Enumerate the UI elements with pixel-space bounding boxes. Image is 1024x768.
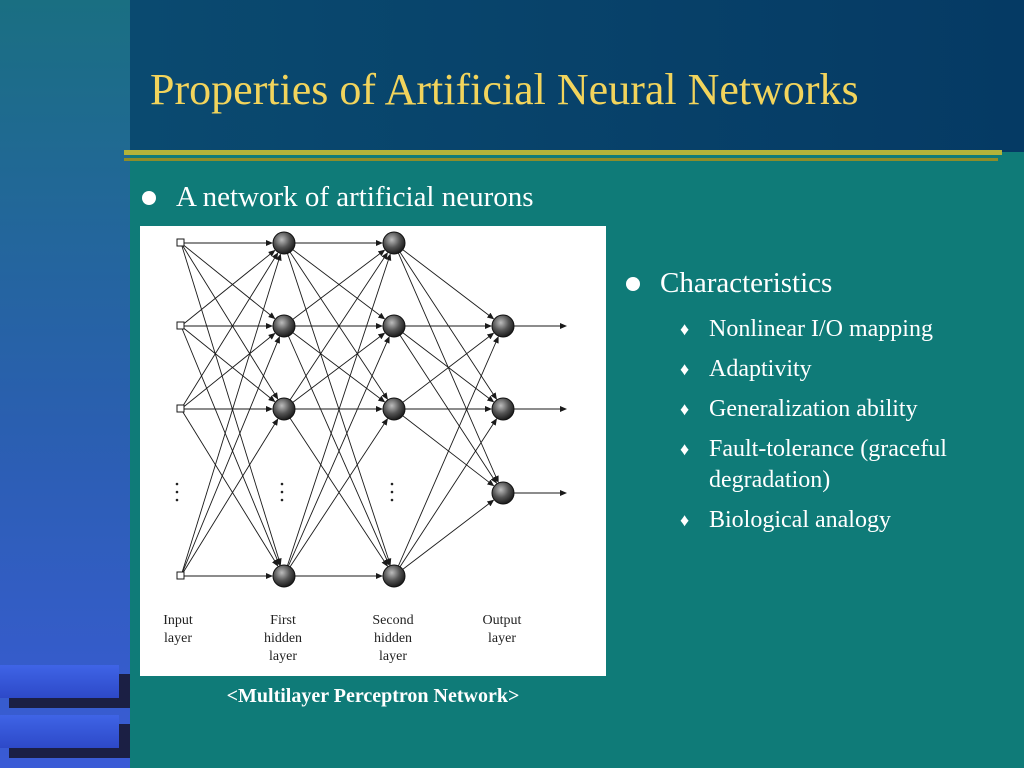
connection-line <box>393 242 497 400</box>
connection-line <box>180 325 276 403</box>
connection-line <box>283 418 388 577</box>
connection-line <box>180 418 279 577</box>
list-item: ♦ Generalization ability <box>680 394 1010 425</box>
list-item-text: Biological analogy <box>709 507 891 533</box>
connection-line <box>283 253 392 577</box>
bullet-main: A network of artificial neurons <box>142 181 534 214</box>
connection-line <box>180 242 282 566</box>
bullet-characteristics: Characteristics <box>626 267 832 300</box>
connection-line <box>393 325 495 403</box>
connection-line <box>393 408 495 487</box>
connection-line <box>283 332 386 410</box>
input-node <box>176 571 185 580</box>
ellipsis-dot <box>175 482 179 486</box>
neuron-node <box>382 564 406 588</box>
ellipsis-dots <box>175 482 394 502</box>
connection-line <box>393 499 495 577</box>
connection-line <box>283 408 388 567</box>
ellipsis-dot <box>280 490 284 494</box>
neuron-node <box>272 231 296 255</box>
connection-line <box>393 242 499 483</box>
bullet-main-text: A network of artificial neurons <box>176 181 534 213</box>
connection-line <box>283 336 390 577</box>
output-layer-label: Output layer <box>482 613 522 646</box>
diamond-bullet-icon: ♦ <box>680 319 690 339</box>
first-hidden-layer-label: First hidden layer <box>263 613 303 664</box>
neuron-node <box>382 397 406 421</box>
neuron-node <box>272 314 296 338</box>
list-item-text: Nonlinear I/O mapping <box>709 316 933 342</box>
connection-line <box>393 336 499 577</box>
characteristics-heading: Characteristics <box>660 267 833 299</box>
connection-line <box>283 252 388 410</box>
diamond-bullet-icon: ♦ <box>680 510 690 530</box>
input-node <box>176 321 185 330</box>
title-band <box>130 0 1024 152</box>
decor-bar <box>0 715 119 748</box>
connection-line <box>283 249 386 327</box>
connection-line <box>393 418 497 577</box>
neuron-node <box>491 481 515 505</box>
connection-line <box>283 242 388 400</box>
diamond-bullet-icon: ♦ <box>680 439 690 459</box>
list-item: ♦ Nonlinear I/O mapping <box>680 314 1010 345</box>
connection-line <box>180 332 276 410</box>
network-diagram <box>175 231 567 588</box>
slide-title: Properties of Artificial Neural Networks <box>150 65 859 114</box>
connection-line <box>180 249 276 327</box>
list-item-text: Adaptivity <box>709 356 812 382</box>
connection-line <box>393 242 495 320</box>
neuron-node <box>382 231 406 255</box>
ellipsis-dot <box>280 482 284 486</box>
connections <box>180 240 499 579</box>
decor-bar <box>0 665 119 698</box>
connection-line <box>180 242 276 320</box>
input-layer-label: Input layer <box>163 613 193 646</box>
list-item: ♦ Biological analogy <box>680 505 1010 536</box>
list-item-text: Generalization ability <box>709 396 918 422</box>
connection-line <box>283 242 392 566</box>
bullet-dot-icon <box>626 277 640 291</box>
connection-line <box>180 252 279 410</box>
ellipsis-dot <box>175 490 179 494</box>
bullet-dot-icon <box>142 191 156 205</box>
connection-line <box>180 253 282 577</box>
connection-line <box>180 336 280 577</box>
connection-line <box>283 325 390 566</box>
neuron-node <box>491 397 515 421</box>
output-arrows <box>514 323 567 496</box>
neuron-node <box>272 397 296 421</box>
neuron-node <box>272 564 296 588</box>
second-hidden-layer-label: Second hidden layer <box>372 613 414 664</box>
input-node <box>176 404 185 413</box>
title-underline-shadow <box>124 158 998 161</box>
ellipsis-dot <box>280 498 284 502</box>
ellipsis-dot <box>390 490 394 494</box>
ellipsis-dot <box>390 498 394 502</box>
left-decorative-band <box>0 0 130 768</box>
diamond-bullet-icon: ♦ <box>680 399 690 419</box>
diamond-bullet-icon: ♦ <box>680 359 690 379</box>
connection-line <box>283 242 386 320</box>
list-item: ♦ Adaptivity <box>680 354 1010 385</box>
connection-line <box>180 325 280 566</box>
list-item: ♦ Fault-tolerance (graceful degradation) <box>680 434 1010 496</box>
connection-line <box>180 242 279 400</box>
ellipsis-dot <box>175 498 179 502</box>
figure-caption: <Multilayer Perceptron Network> <box>226 685 520 707</box>
ellipsis-dot <box>390 482 394 486</box>
neuron-node <box>382 314 406 338</box>
connection-line <box>283 325 386 403</box>
connection-line <box>180 408 279 567</box>
title-underline <box>124 150 1002 155</box>
connection-line <box>393 332 495 410</box>
neuron-node <box>491 314 515 338</box>
characteristics-list: ♦ Nonlinear I/O mapping ♦ Adaptivity ♦ Gene… <box>680 314 1010 545</box>
list-item-text: Fault-tolerance (graceful degradation) <box>709 436 947 493</box>
connection-line <box>393 325 497 484</box>
neurons <box>272 231 515 588</box>
input-nodes <box>176 238 185 580</box>
input-node <box>176 238 185 247</box>
mlp-figure: Input layer First hidden layer Second hi… <box>140 226 606 676</box>
